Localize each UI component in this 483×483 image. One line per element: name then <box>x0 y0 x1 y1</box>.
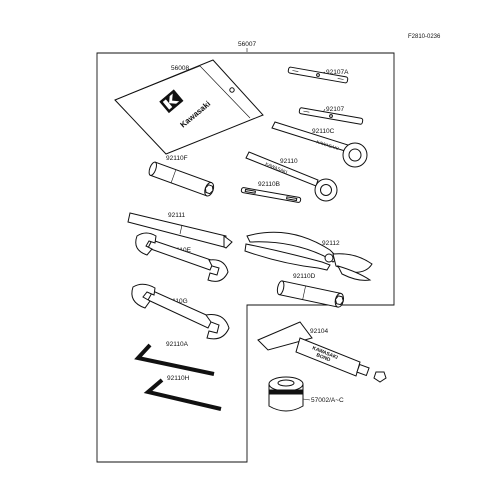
assembly-frame <box>96 52 395 463</box>
label-92110D: 92110D <box>293 273 316 280</box>
feeler-tool-92110B <box>240 187 302 203</box>
label-92110: 92110 <box>280 158 298 165</box>
wrench-92110C-brand: KAWASAKI <box>316 139 340 151</box>
kawasaki-logo-icon <box>159 89 184 114</box>
label-92110A: 92110A <box>166 341 189 348</box>
label-92107A: 92107A <box>326 69 349 76</box>
label-92110C: 92110C <box>312 128 335 135</box>
box-wrench-92110C: KAWASAKI <box>271 121 368 168</box>
box-wrench-92110: KAWASAKI <box>245 151 338 202</box>
screwdriver-92107A <box>287 66 349 84</box>
label-92107: 92107 <box>326 106 344 113</box>
label-92110F: 92110F <box>166 155 188 162</box>
hex-key-92110A <box>134 343 215 376</box>
label-92112: 92112 <box>322 240 340 247</box>
pliers-92112 <box>244 231 373 281</box>
socket-wrench-92110F <box>148 161 215 197</box>
bond-tube-brand-line2: BOND <box>315 352 331 363</box>
socket-wrench-92110D <box>276 280 345 308</box>
open-wrench-92110E <box>135 232 229 282</box>
bond-container-57002 <box>268 376 304 412</box>
figure-code: F2810-0236 <box>408 34 441 40</box>
label-56008: 56008 <box>171 65 189 72</box>
screwdriver-92107 <box>298 107 364 125</box>
label-57002: 57002/A~C <box>311 397 344 404</box>
label-92110B: 92110B <box>258 181 280 188</box>
open-wrench-92110G <box>131 283 230 340</box>
label-92104: 92104 <box>310 328 328 335</box>
hex-key-92110H <box>143 378 222 411</box>
label-92110H: 92110H <box>167 375 190 382</box>
tool-pouch: Kawasaki <box>114 59 264 155</box>
label-92111: 92111 <box>168 212 185 219</box>
assembly-label: 56007 <box>238 41 256 48</box>
handle-92111 <box>127 212 233 249</box>
